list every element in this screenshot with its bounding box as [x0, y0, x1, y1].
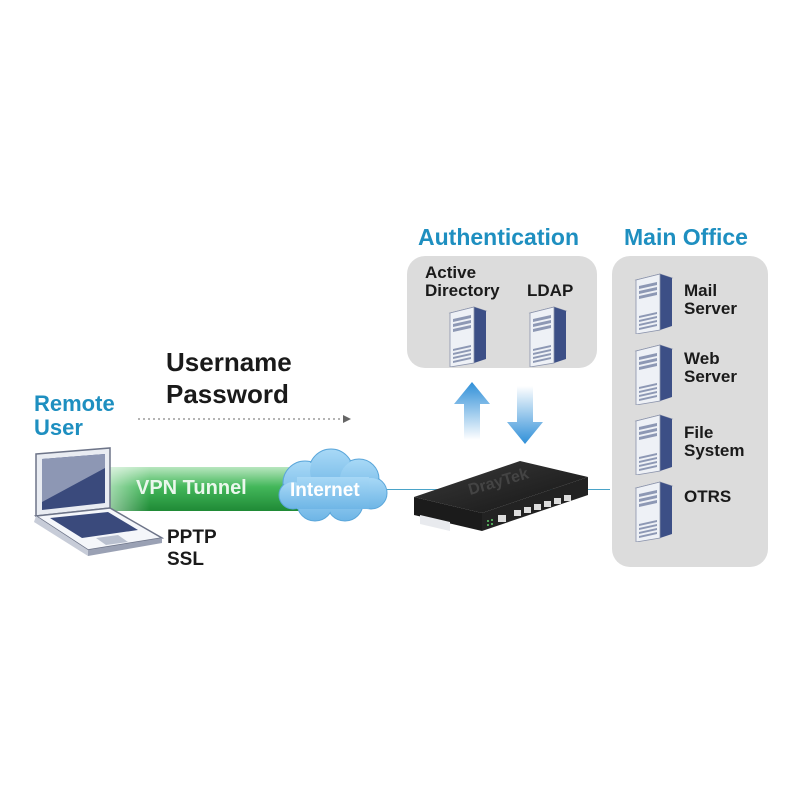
web-server-label-line2: Server: [684, 367, 737, 386]
otrs-label: OTRS: [684, 487, 732, 506]
active-directory-server-icon[interactable]: [448, 305, 488, 367]
protocol-ssl: SSL: [167, 549, 204, 570]
file-system-label-line2: System: [684, 441, 745, 460]
protocol-pptp: PPTP: [167, 527, 217, 548]
file-system-label: File System: [684, 424, 744, 460]
vpn-tunnel-label: VPN Tunnel: [136, 477, 247, 499]
arrow-down-icon: [507, 386, 543, 444]
file-system-label-line1: File: [684, 423, 714, 442]
remote-user-label-line2: User: [34, 415, 83, 440]
username-label: Username: [166, 347, 292, 377]
ad-label-line2: Directory: [425, 281, 500, 300]
vpn-tunnel: [95, 467, 315, 511]
ldap-server-icon[interactable]: [528, 305, 568, 367]
main-office-heading: Main Office: [624, 224, 748, 250]
mail-server-label: Mail Server: [684, 282, 737, 318]
web-server-icon[interactable]: [634, 343, 674, 405]
arrowhead-icon: [343, 415, 351, 423]
web-server-label: Web Server: [684, 350, 737, 386]
arrow-up-icon: [454, 382, 490, 440]
router-icon: DrayTek: [414, 461, 588, 531]
laptop-icon: [33, 447, 165, 556]
auth-server-label-ldap: LDAP: [527, 281, 574, 300]
auth-server-label-ad: Active Directory: [425, 264, 500, 300]
credentials-dotted-arrow: [138, 415, 351, 423]
remote-user-label-line1: Remote: [34, 391, 115, 416]
otrs-server-icon[interactable]: [634, 480, 674, 542]
file-system-server-icon[interactable]: [634, 413, 674, 475]
internet-cloud-icon: [278, 448, 388, 522]
password-label: Password: [166, 379, 289, 409]
internet-label: Internet: [290, 480, 360, 501]
remote-user-label: Remote User: [34, 392, 115, 440]
protocol-list: PPTP SSL: [167, 527, 217, 571]
ad-label-line1: Active: [425, 263, 477, 282]
mail-server-label-line2: Server: [684, 299, 737, 318]
web-server-label-line1: Web: [684, 349, 720, 368]
credentials-label: Username Password: [166, 346, 292, 410]
mail-server-label-line1: Mail: [684, 281, 718, 300]
mail-server-icon[interactable]: [634, 272, 674, 334]
authentication-heading: Authentication: [418, 224, 579, 250]
